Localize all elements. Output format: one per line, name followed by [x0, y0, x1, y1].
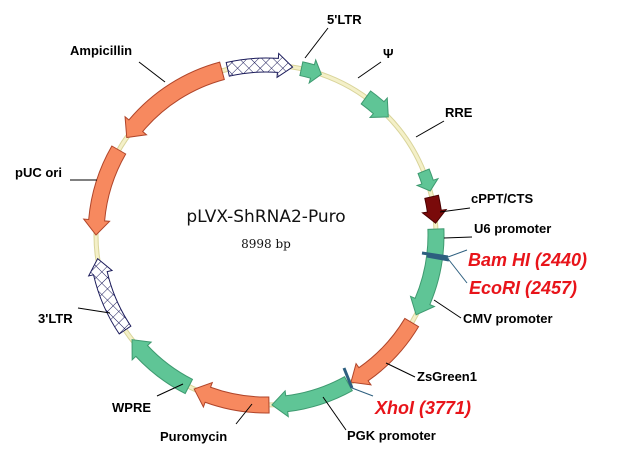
leader-wpre	[156, 383, 184, 397]
site-mark-xhoi	[342, 367, 354, 389]
label-cmv: CMV promoter	[463, 311, 553, 326]
site-label-ecori: EcoRI (2457)	[469, 278, 577, 298]
label-rre: RRE	[445, 105, 473, 120]
leader-puro	[235, 403, 253, 425]
site-label-xhoi: XhoI (3771)	[374, 398, 471, 418]
label-cppt: cPPT/CTS	[471, 191, 533, 206]
leader-psi	[357, 61, 382, 79]
feature-arrow-amp	[124, 61, 225, 139]
site-leader-ecori	[448, 259, 468, 284]
feature-arrow-puc	[82, 145, 127, 236]
label-amp: Ampicillin	[70, 43, 132, 58]
leader-5ltr	[304, 27, 329, 59]
site-leader-bamhi	[447, 249, 468, 258]
label-pgk: PGK promoter	[347, 428, 436, 443]
label-puc: pUC ori	[15, 165, 62, 180]
leader-cppt	[439, 207, 471, 213]
feature-arrow-cmv	[409, 228, 445, 316]
leader-3ltr	[77, 307, 111, 314]
plasmid-size: 8998 bp	[241, 237, 291, 251]
leader-pgk	[322, 396, 347, 431]
leader-cmv	[433, 299, 462, 319]
feature-arrow-pgk	[271, 376, 353, 418]
site-mark-ecori	[426, 254, 450, 262]
label-psi: Ψ	[383, 46, 394, 61]
leader-zsgreen	[385, 362, 416, 378]
leader-rre	[415, 120, 445, 138]
feature-arrow-cppt	[415, 168, 440, 192]
leader-u6	[443, 236, 473, 239]
label-zsgreen: ZsGreen1	[417, 369, 477, 384]
feature-arrow-psi	[299, 58, 322, 85]
feature-arrow-wpre	[131, 339, 194, 395]
feature-arrow-rre	[360, 90, 389, 118]
feature-arrow-zsgreen	[350, 317, 420, 386]
feature-arrow-u6	[421, 194, 448, 224]
feature-arrow-5ltr	[225, 52, 294, 79]
plasmid-name: pLVX-ShRNA2-Puro	[186, 207, 345, 227]
label-u6: U6 promoter	[474, 221, 551, 236]
leader-amp	[138, 61, 166, 83]
site-mark-bamhi	[421, 251, 449, 259]
label-5ltr: 5'LTR	[327, 12, 362, 27]
label-wpre: WPRE	[112, 400, 151, 415]
label-3ltr: 3'LTR	[38, 311, 73, 326]
site-leader-xhoi	[351, 387, 374, 397]
site-label-bamhi: Bam HI (2440)	[468, 250, 587, 270]
feature-arrow-3ltr	[87, 257, 132, 335]
label-puro: Puromycin	[160, 429, 227, 444]
feature-arrow-puro	[193, 381, 270, 414]
